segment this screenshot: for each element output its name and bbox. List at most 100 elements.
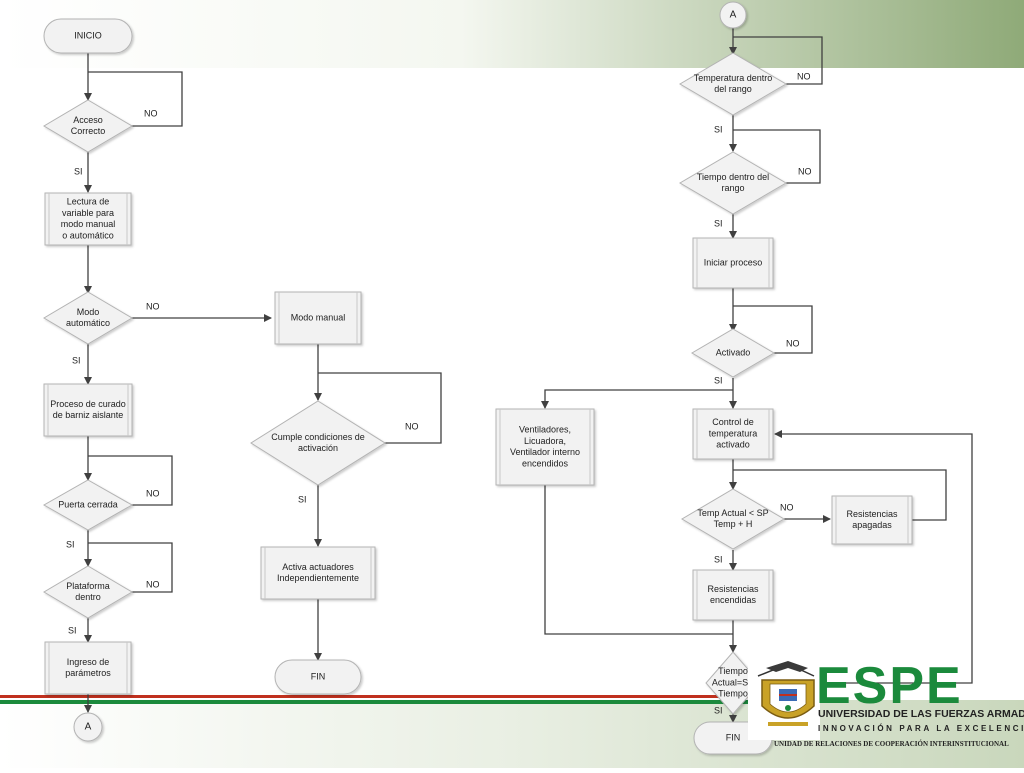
- node-ingreso-parametros-shape: [44, 641, 132, 695]
- node-fin-middle-label: FIN: [311, 671, 326, 681]
- node-ventiladores-label-line-1: Ventiladores,: [519, 425, 571, 435]
- node-tiempo-actual-label-line-3: Tiempo: [718, 689, 748, 699]
- node-plataforma-dentro-label-line-2: dentro: [75, 592, 101, 602]
- label-puerta-si: SI: [66, 539, 75, 549]
- node-control-temperatura-label-line-2: temperatura: [709, 428, 758, 438]
- label-acceso-no: NO: [144, 108, 158, 118]
- university-seal: [748, 660, 820, 740]
- edge-acceso-no: [88, 71, 183, 127]
- label-activado-no: NO: [786, 338, 800, 348]
- node-tiempo-actual-label-line-2: Actual=SP: [712, 677, 754, 687]
- connector-a-top-label: A: [730, 10, 737, 21]
- espe-logo: ESPE UNIVERSIDAD DE LAS FUERZAS ARMADAS …: [748, 657, 1024, 748]
- node-puerta-cerrada-shape: [42, 479, 134, 531]
- node-activa-actuadores-label-line-1: Activa actuadores: [282, 562, 354, 572]
- label-temp-no: NO: [797, 71, 811, 81]
- unit-name: UNIDAD DE RELACIONES DE COOPERACIÓN INTE…: [774, 740, 1009, 748]
- node-modo-automatico-label-line-1: Modo: [77, 307, 100, 317]
- node-resistencias-encendidas-label-line-1: Resistencias: [707, 584, 759, 594]
- label-modo-si: SI: [72, 355, 81, 365]
- label-activado-si: SI: [714, 375, 723, 385]
- node-tiempo-actual-label-line-1: Tiempo: [718, 666, 748, 676]
- node-lectura-variable-shape: [44, 192, 132, 246]
- edge-vent-join: [544, 485, 733, 635]
- node-modo-manual-label: Modo manual: [291, 312, 346, 322]
- node-temperatura-rango-label-line-1: Temperatura dentro: [694, 73, 773, 83]
- edge-tiempo-no: [733, 129, 821, 184]
- node-cumple-condiciones-shape: [250, 400, 386, 486]
- node-fin-middle-shape: [274, 659, 362, 695]
- node-ingreso-parametros-label-line-1: Ingreso de: [67, 657, 110, 667]
- edge-activado-vent: [541, 389, 733, 409]
- node-cumple-condiciones-label-line-1: Cumple condiciones de: [271, 432, 365, 442]
- node-activado-label: Activado: [716, 347, 751, 357]
- node-lectura-variable-label-line-2: variable para: [62, 208, 114, 218]
- node-temperatura-rango-label-line-2: del rango: [714, 84, 752, 94]
- label-cumple-si: SI: [298, 494, 307, 504]
- edge-plataforma-no: [88, 542, 173, 593]
- header-banner: [0, 0, 1024, 68]
- node-temp-actual-label-line-1: Temp Actual < SP: [697, 508, 768, 518]
- node-tiempo-rango-shape: [679, 151, 787, 215]
- node-lectura-variable-label-line-4: o automático: [62, 230, 114, 240]
- node-ventiladores: Ventiladores,Licuadora,Ventilador intern…: [495, 408, 595, 486]
- node-ventiladores-label-line-2: Licuadora,: [524, 436, 566, 446]
- node-resistencias-apagadas-label-line-1: Resistencias: [846, 509, 898, 519]
- stripe-green: [0, 700, 760, 704]
- label-tempact-si: SI: [714, 554, 723, 564]
- node-resistencias-apagadas-label-line-2: apagadas: [852, 520, 892, 530]
- university-tagline: INNOVACIÓN PARA LA EXCELENCIA: [818, 724, 1024, 733]
- node-plataforma-dentro-shape: [43, 565, 133, 619]
- label-modo-no: NO: [146, 301, 160, 311]
- node-resistencias-encendidas-shape: [692, 569, 774, 621]
- edge-puerta-no: [88, 455, 173, 506]
- label-temp-si: SI: [714, 124, 723, 134]
- node-acceso-correcto-label-line-1: Acceso: [73, 115, 103, 125]
- espe-wordmark: ESPE: [816, 657, 963, 715]
- node-activado: Activado: [691, 328, 775, 378]
- node-modo-manual: Modo manual: [274, 291, 362, 345]
- node-cumple-condiciones-label-line-2: activación: [298, 443, 338, 453]
- label-tiempoact-si: SI: [714, 705, 723, 715]
- node-iniciar-proceso-shape: [692, 237, 774, 289]
- node-ventiladores-label-line-4: encendidos: [522, 458, 569, 468]
- node-modo-manual-shape: [274, 291, 362, 345]
- node-puerta-cerrada-label: Puerta cerrada: [58, 499, 118, 509]
- label-puerta-no: NO: [146, 488, 160, 498]
- node-proceso-curado-label-line-2: de barniz aislante: [53, 410, 124, 420]
- node-activa-actuadores-label-line-2: Independientemente: [277, 573, 359, 583]
- node-lectura-variable-label-line-3: modo manual: [61, 219, 116, 229]
- edge-cumple-no: [318, 372, 442, 444]
- node-temp-actual-shape: [681, 488, 785, 550]
- label-plataforma-si: SI: [68, 625, 77, 635]
- edge-tiempoact-no-loop: [760, 430, 973, 684]
- node-proceso-curado-shape: [43, 383, 133, 437]
- node-temp-actual-label-line-2: Temp + H: [714, 519, 753, 529]
- stripe-red: [0, 695, 760, 698]
- label-cumple-no: NO: [405, 421, 419, 431]
- node-tiempo-rango-label-line-2: rango: [721, 183, 744, 193]
- connector-a-bottom: A: [73, 712, 103, 742]
- node-acceso-correcto-label-line-2: Correcto: [71, 126, 106, 136]
- label-plataforma-no: NO: [146, 579, 160, 589]
- connector-a-bottom-shape: [73, 712, 103, 742]
- node-puerta-cerrada: Puerta cerrada: [42, 479, 134, 531]
- node-ventiladores-shape: [495, 408, 595, 486]
- node-resistencias-encendidas-label-line-2: encendidas: [710, 595, 757, 605]
- university-name: UNIVERSIDAD DE LAS FUERZAS ARMADAS: [818, 708, 1024, 720]
- node-ingreso-parametros-label-line-2: parámetros: [65, 668, 111, 678]
- node-iniciar-proceso: Iniciar proceso: [692, 237, 774, 289]
